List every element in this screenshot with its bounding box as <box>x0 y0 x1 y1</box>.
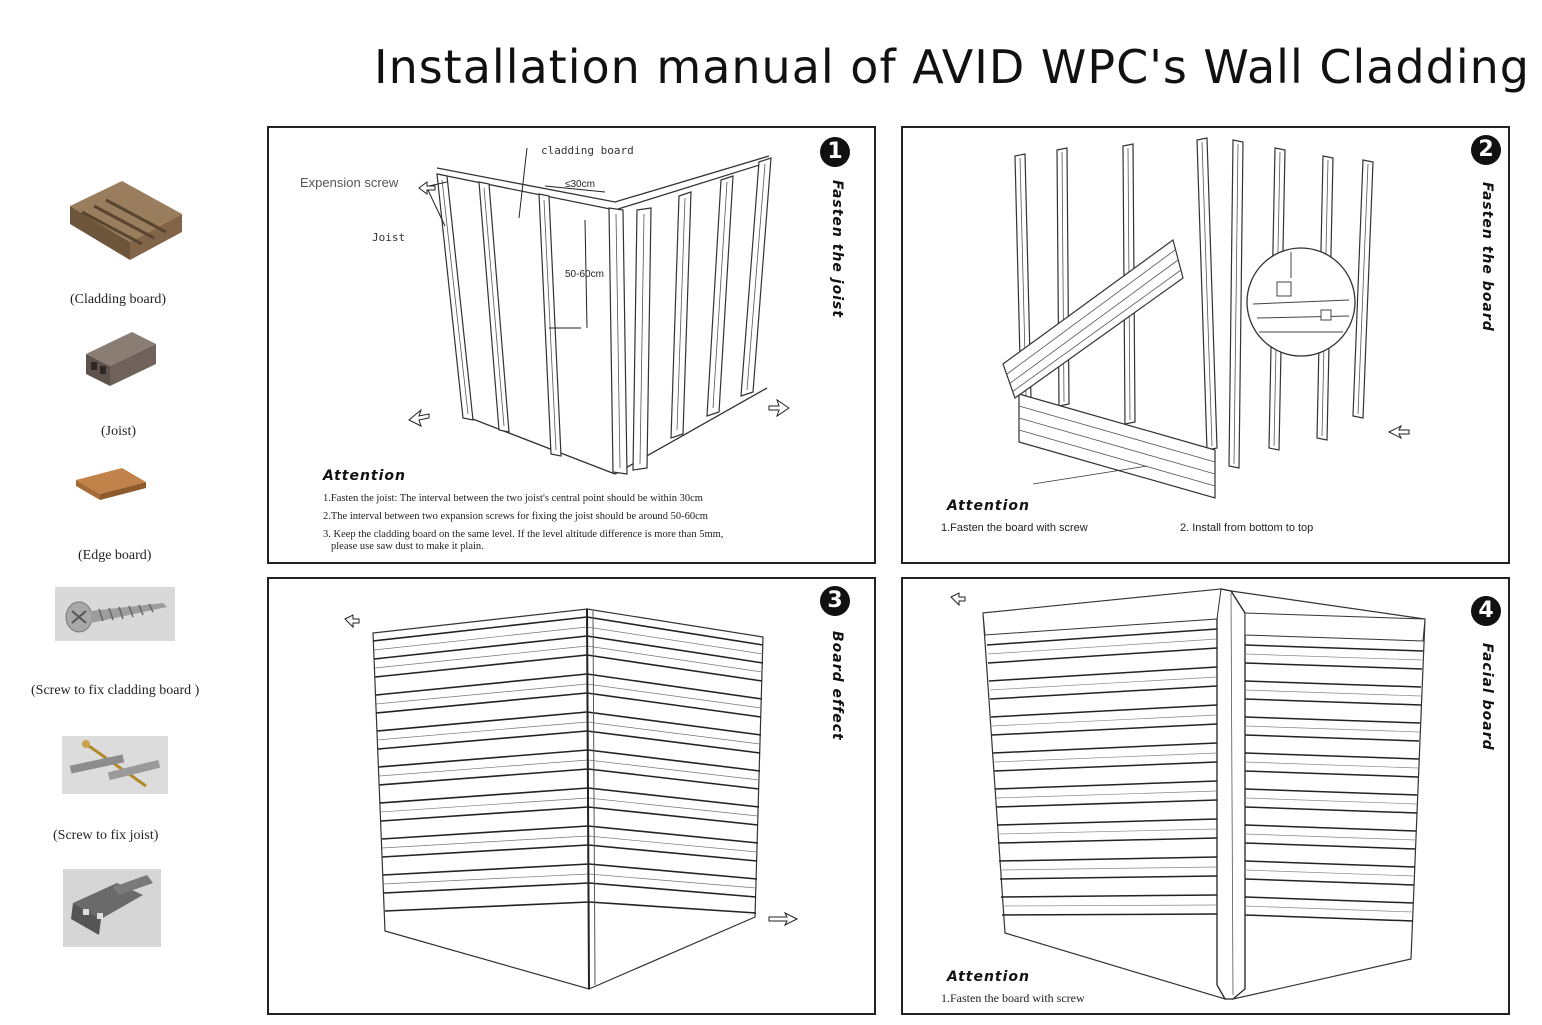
step-4-badge: 4 <box>1471 596 1501 626</box>
step-1-note-2: 2.The interval between two expansion scr… <box>323 511 708 522</box>
part-label-cladding-screw: (Screw to fix cladding board ) <box>31 683 200 698</box>
clip-image <box>63 869 161 947</box>
step-2-note-2: 2. Install from bottom to top <box>1180 522 1314 534</box>
callout-joist: Joist <box>372 231 406 244</box>
step-1-note-4: please use saw dust to make it plain. <box>331 541 484 552</box>
part-label-joist-screw: (Screw to fix joist) <box>53 828 159 843</box>
step-2-badge: 2 <box>1471 135 1501 165</box>
joist-frame-drawing <box>408 147 790 475</box>
step-1-note-1: 1.Fasten the joist: The interval between… <box>323 493 703 504</box>
step-3-badge: 3 <box>820 586 850 616</box>
facial-board-drawing <box>950 588 1426 1000</box>
step-2-note-1: 1.Fasten the board with screw <box>941 522 1088 534</box>
board-fastening-drawing <box>1002 137 1410 499</box>
callout-spacing: ≤30cm <box>565 179 595 190</box>
step-4-panel: 4 Facial board <box>901 577 1510 1015</box>
callout-cladding-board: cladding board <box>541 144 634 157</box>
step-1-attention-title: Attention <box>323 468 406 484</box>
step-3-panel: 3 Board effect <box>267 577 876 1015</box>
step-1-badge: 1 <box>820 137 850 167</box>
part-label-joist: (Joist) <box>101 424 136 439</box>
step-2-attention-title: Attention <box>947 498 1030 514</box>
edge-board-image <box>76 468 146 500</box>
step-4-note-1: 1.Fasten the board with screw <box>941 991 1085 1005</box>
cladding-board-image <box>70 181 182 260</box>
step-1-note-3: 3. Keep the cladding board on the same l… <box>323 529 724 540</box>
part-label-edge-board: (Edge board) <box>78 548 152 563</box>
joist-image <box>86 332 156 386</box>
step-4-attention-title: Attention <box>947 969 1030 985</box>
cladding-screw-image <box>55 587 175 641</box>
page-title: Installation manual of AVID WPC's Wall C… <box>374 40 1530 94</box>
step-2-panel: 2 Fasten the board <box>901 126 1510 564</box>
part-label-cladding-board: (Cladding board) <box>70 292 167 307</box>
callout-expansion-screw: Expension screw <box>300 175 399 190</box>
callout-height: 50-60cm <box>565 269 604 280</box>
joist-screw-image <box>62 736 168 794</box>
board-effect-drawing <box>344 608 799 990</box>
step-1-panel: 1 Fasten the joist <box>267 126 876 564</box>
